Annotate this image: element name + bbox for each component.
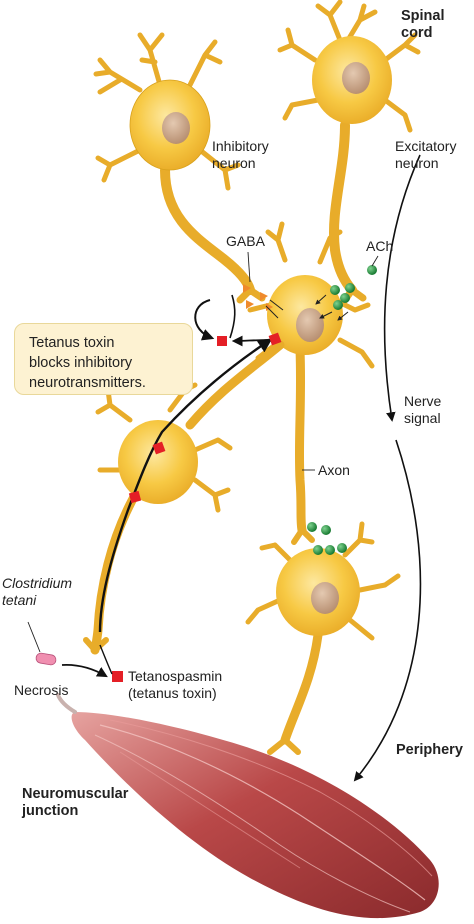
toxin-square [128, 490, 142, 504]
gaba-label: GABA [226, 233, 265, 249]
gaba-inhibit-line [269, 299, 284, 311]
nerve-signal-arrow [383, 154, 421, 422]
toxin-square [152, 441, 166, 455]
tetanospasmin-label: Tetanospasmin (tetanus toxin) [128, 668, 223, 701]
spinal-cord-label: Spinal cord [401, 8, 445, 41]
gaba-molecules [243, 284, 273, 311]
necrosis-to-toxin-arrow [61, 663, 108, 678]
toxin-square [112, 671, 123, 682]
tetanus-callout: Tetanus toxin blocks inhibitory neurotra… [14, 323, 193, 395]
ach-label: ACh [366, 238, 394, 254]
ach-arrow [315, 294, 327, 305]
neuromuscular-junction-label: Neuromuscular junction [22, 786, 129, 819]
toxin-square [217, 336, 227, 346]
clostridium-bacterium [27, 621, 57, 666]
periphery-arrow [353, 439, 422, 782]
interneuron [83, 340, 285, 655]
toxin-to-synapse-arrow [231, 335, 269, 347]
central-neuron [247, 221, 375, 545]
bacterium-pointer-line [27, 621, 41, 653]
ach-pointer-line [371, 255, 379, 267]
necrosis-label: Necrosis [14, 682, 69, 698]
gaba-pointer-line [247, 251, 251, 283]
muscle-illustration [56, 693, 439, 919]
axon-label: Axon [318, 462, 350, 478]
nerve-signal-label: Nerve signal [404, 393, 442, 426]
ach-arrow [337, 311, 349, 321]
ach-arrow [319, 311, 333, 319]
periphery-label: Periphery [396, 742, 463, 758]
ach-molecules [330, 265, 377, 310]
toxin-arc-arrow [229, 294, 236, 339]
excitatory-neuron-label: Excitatory neuron [395, 138, 457, 171]
gaba-inhibit-line [265, 305, 279, 319]
inhibitory-neuron [93, 32, 266, 304]
toxin-transport-path [98, 338, 273, 633]
inhibitory-neuron-label: Inhibitory neuron [212, 138, 269, 171]
toxin-square [268, 332, 282, 346]
motor-neuron [245, 521, 401, 755]
toxin-uptake-arrow [99, 644, 113, 675]
ach-molecules-lower [307, 522, 347, 555]
block-arrow [194, 299, 215, 341]
clostridium-label: Clostridium tetani [2, 575, 73, 608]
